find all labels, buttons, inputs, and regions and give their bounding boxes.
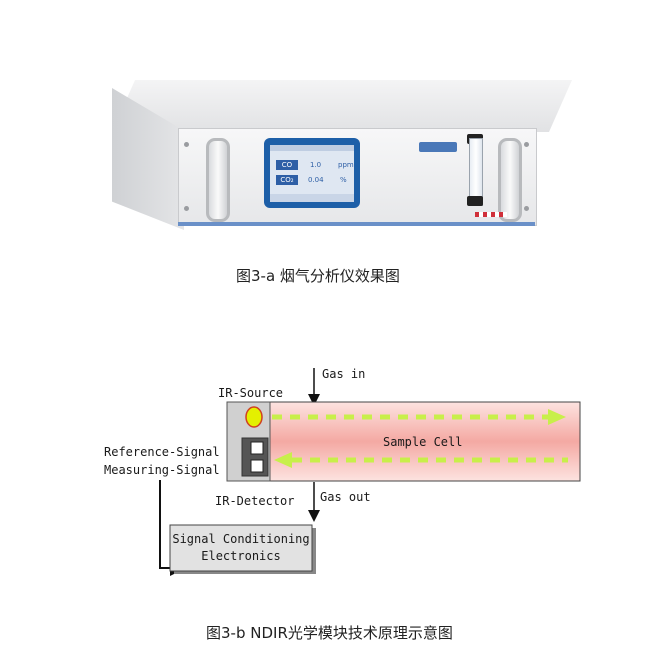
- left-handle: [206, 138, 230, 222]
- gas-value-co: 1.0: [310, 161, 322, 169]
- ir-source-lamp: [245, 406, 263, 428]
- measuring-signal-label: Measuring-Signal: [104, 463, 220, 477]
- figure-b-caption: 图3-b NDIR光学模块技术原理示意图: [206, 624, 453, 642]
- figure-a-caption: 图3-a 烟气分析仪效果图: [236, 267, 400, 285]
- screw-icon: [524, 142, 529, 147]
- gas-unit-co2: %: [340, 176, 347, 184]
- analyzer-photo: CO 1.0 ppm CO₂ 0.04 %: [0, 0, 669, 240]
- screen-footer-bar: [270, 194, 354, 202]
- flowmeter-bottom-cap: [467, 196, 483, 206]
- gas-chip-co2: CO₂: [276, 175, 298, 185]
- sample-cell-label: Sample Cell: [383, 435, 463, 449]
- display-screen: CO 1.0 ppm CO₂ 0.04 %: [270, 145, 354, 202]
- analyzer-top-panel: [112, 80, 572, 132]
- ir-beam-forward-arrowhead: [548, 409, 566, 425]
- signal-conditioning-line1: Signal Conditioning: [172, 532, 310, 546]
- analyzer-base-strip: [178, 222, 535, 226]
- signal-conditioning-box: [169, 524, 313, 572]
- screw-icon: [184, 142, 189, 147]
- signal-conditioning-line2: Electronics: [201, 549, 281, 563]
- gas-value-co2: 0.04: [308, 176, 324, 184]
- screw-icon: [524, 206, 529, 211]
- ir-detector-label: IR-Detector: [215, 494, 295, 508]
- gas-out-label: Gas out: [320, 490, 371, 504]
- ir-source-label: IR-Source: [218, 386, 284, 400]
- ir-beam-return-arrowhead: [274, 452, 292, 468]
- warning-stripe: [475, 212, 507, 217]
- gas-chip-co: CO: [276, 160, 298, 170]
- brand-logo: [419, 142, 457, 152]
- screw-icon: [184, 206, 189, 211]
- measuring-detector-cell: [250, 459, 264, 473]
- gas-in-label: Gas in: [322, 367, 366, 381]
- reference-detector-cell: [250, 441, 264, 455]
- reference-signal-label: Reference-Signal: [104, 445, 220, 459]
- screen-header-bar: [270, 145, 354, 151]
- gas-unit-co: ppm: [338, 161, 354, 169]
- ndir-diagram: [159, 368, 581, 576]
- right-handle: [498, 138, 522, 222]
